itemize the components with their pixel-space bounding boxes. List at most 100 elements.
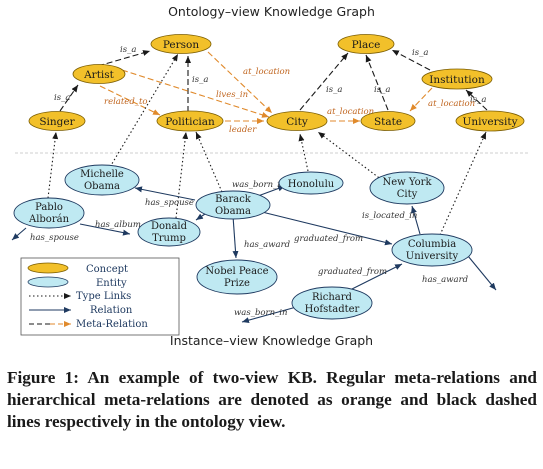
edge-person-city-lives-in	[207, 51, 273, 114]
entity-richard-line1: Richard	[312, 292, 353, 303]
meta-relation-edges	[99, 51, 433, 124]
concept-person[interactable]: Person	[150, 34, 212, 54]
entity-nobel-line1: Nobel Peace	[205, 266, 268, 277]
entity-columbia-university[interactable]: Columbia University	[391, 233, 473, 267]
entity-barack-obama[interactable]: Barack Obama	[195, 190, 271, 220]
label-is-a-politician-person: is_a	[192, 75, 208, 85]
entity-donald-trump[interactable]: Donald Trump	[137, 217, 201, 247]
entity-pablo-line1: Pablo	[35, 202, 63, 213]
edge-state-place	[365, 54, 389, 111]
label-has-spouse-pablo: has_spouse	[30, 233, 79, 243]
edge-barack-honolulu	[257, 185, 286, 197]
legend-relation: Relation	[29, 305, 133, 316]
concept-university[interactable]: University	[455, 110, 525, 132]
knowledge-graph-diagram: is_a is_a is_a is_a is_a is_a is_a relat…	[11, 34, 530, 336]
entity-trump-line1: Donald	[151, 221, 188, 232]
edge-richard-columbia	[349, 263, 403, 291]
entity-barack-line1: Barack	[215, 194, 252, 205]
legend-concept-label: Concept	[86, 264, 128, 275]
edge-richard-born	[241, 305, 301, 324]
edge-barack-columbia	[261, 211, 393, 246]
type-links	[47, 53, 487, 236]
entity-columbia-line1: Columbia	[408, 239, 456, 250]
entity-honolulu[interactable]: Honolulu	[278, 171, 344, 195]
entity-nodes: Michelle Obama Barack Obama Honolulu New…	[13, 164, 473, 320]
type-link-pablo-singer	[47, 131, 59, 199]
entity-richard-hofstadter[interactable]: Richard Hofstadter	[291, 286, 373, 320]
label-has-album: has_album	[95, 220, 141, 230]
entity-michelle-obama[interactable]: Michelle Obama	[64, 164, 140, 196]
legend-meta-relation: Meta-Relation	[29, 319, 148, 330]
entity-honolulu-line1: Honolulu	[288, 179, 335, 190]
legend-type-links: Type Links	[29, 291, 131, 302]
entity-barack-line2: Obama	[215, 206, 251, 217]
entity-columbia-line2: University	[406, 251, 459, 262]
label-has-spouse-barack: has_spouse	[145, 198, 194, 208]
concept-state[interactable]: State	[360, 111, 416, 131]
label-was-born-in-barack: was_born_in	[232, 180, 286, 190]
legend-relation-label: Relation	[90, 305, 133, 316]
label-has-award-columbia: has_award	[422, 275, 469, 285]
edge-institution-place	[391, 49, 431, 71]
label-leader: leader	[229, 125, 257, 135]
edge-university-institution	[465, 89, 488, 111]
legend: Concept Entity Type Links Relation Meta-…	[20, 257, 180, 336]
concept-singer[interactable]: Singer	[28, 111, 86, 131]
label-is-a-state-place: is_a	[374, 85, 390, 95]
concept-institution[interactable]: Institution	[421, 68, 493, 90]
label-is-a-artist-person: is_a	[120, 45, 136, 55]
label-lives-in: lives_in	[216, 90, 248, 100]
entity-new-york-city[interactable]: New York City	[369, 171, 445, 205]
concept-institution-label: Institution	[429, 74, 485, 86]
label-graduated-from-richard: graduated_from	[318, 267, 387, 277]
type-link-nyc-city	[317, 131, 383, 181]
edge-artist-politician-related	[99, 85, 161, 116]
edge-pablo-spouse	[11, 227, 27, 241]
entity-pablo-alboran[interactable]: Pablo Alborán	[13, 197, 85, 229]
legend-entity: Entity	[27, 276, 127, 289]
ontology-view-title: Ontology–view Knowledge Graph	[168, 4, 375, 19]
type-link-columbia-university	[439, 131, 487, 236]
entity-nobel-peace-prize[interactable]: Nobel Peace Prize	[196, 259, 278, 295]
entity-pablo-line2: Alborán	[28, 214, 70, 225]
type-link-barack-politician	[195, 131, 223, 193]
label-graduated-from-barack: graduated_from	[294, 234, 363, 244]
label-has-award-barack: has_award	[244, 240, 291, 250]
entity-nyc-line1: New York	[383, 177, 433, 188]
relation-edges	[11, 185, 497, 324]
instance-view-title: Instance–view Knowledge Graph	[169, 333, 374, 348]
entity-michelle-line2: Obama	[84, 181, 120, 192]
concept-state-label: State	[374, 116, 402, 128]
legend-meta-relation-label: Meta-Relation	[76, 319, 148, 330]
entity-trump-line2: Trump	[152, 233, 186, 244]
concept-place-label: Place	[352, 39, 381, 51]
edge-columbia-award	[467, 255, 497, 291]
entity-michelle-line1: Michelle	[80, 169, 124, 180]
label-is-a-university-institution: is_a	[470, 95, 486, 105]
edge-barack-nobel	[232, 215, 239, 259]
label-was-born-in-richard: was_born_in	[234, 308, 288, 318]
edge-singer-artist	[59, 84, 79, 112]
concept-politician[interactable]: Politician	[156, 110, 224, 132]
label-is-a-singer-artist: is_a	[54, 93, 70, 103]
label-at-location-institution: at_location	[428, 99, 475, 109]
concept-nodes: Person Artist Singer Politician City Pla…	[28, 34, 525, 132]
entity-richard-line2: Hofstadter	[305, 304, 360, 315]
legend-type-links-label: Type Links	[76, 291, 131, 302]
label-at-location-city: at_location	[327, 107, 374, 117]
edge-city-place	[299, 52, 349, 111]
label-at-location-artist: at_location	[243, 67, 290, 77]
is-a-edges	[59, 49, 488, 112]
edge-barack-michelle	[134, 186, 196, 201]
concept-place[interactable]: Place	[337, 34, 395, 54]
concept-artist[interactable]: Artist	[72, 64, 126, 84]
edge-artist-city-at-location	[121, 69, 270, 118]
concept-artist-label: Artist	[83, 69, 115, 81]
concept-person-label: Person	[163, 39, 200, 51]
legend-entity-label: Entity	[96, 278, 127, 289]
concept-city[interactable]: City	[266, 111, 328, 131]
concept-university-label: University	[462, 116, 517, 128]
label-is-located-in: is_located_in	[362, 211, 417, 221]
edge-pablo-album	[79, 223, 131, 236]
concept-politician-label: Politician	[165, 116, 215, 128]
